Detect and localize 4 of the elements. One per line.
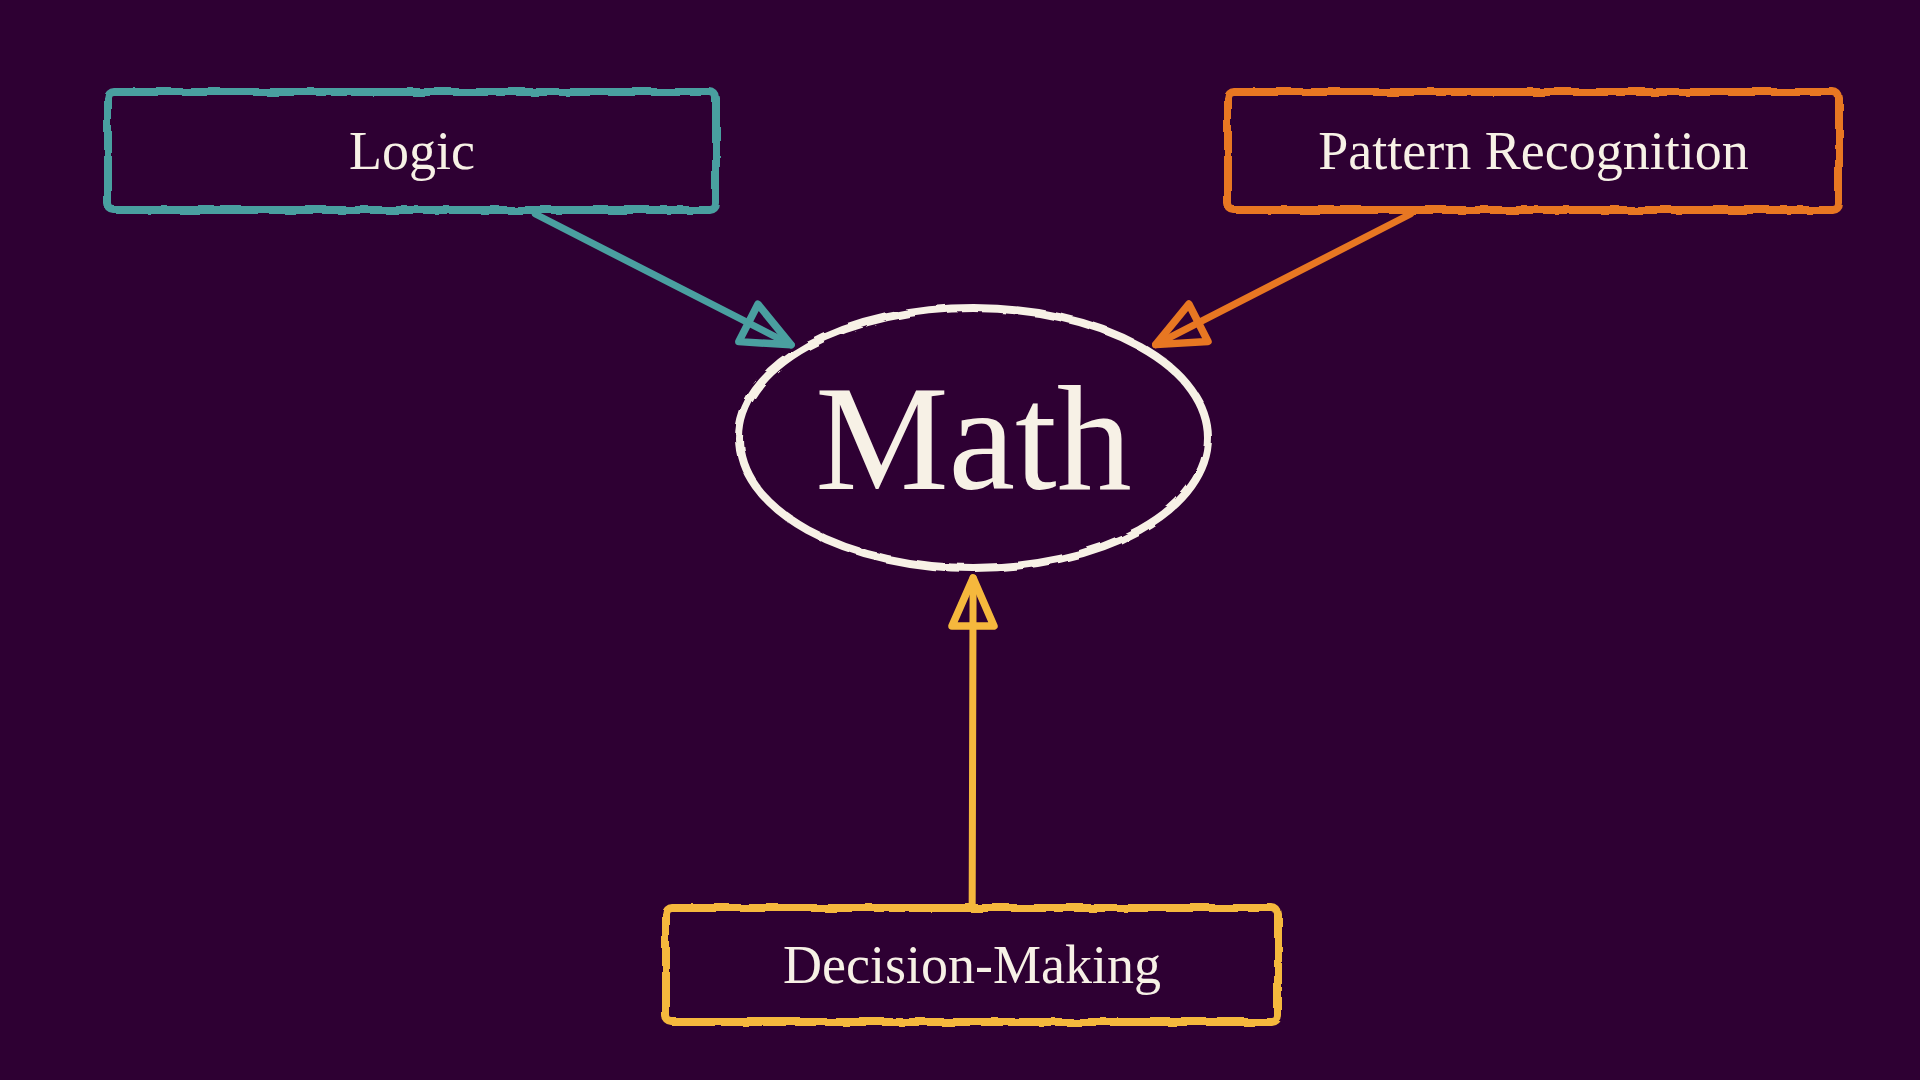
node-label: Decision-Making [783, 934, 1161, 996]
node-label: Pattern Recognition [1318, 120, 1749, 182]
node-label: Logic [349, 120, 475, 182]
node-label: Math [815, 354, 1132, 523]
